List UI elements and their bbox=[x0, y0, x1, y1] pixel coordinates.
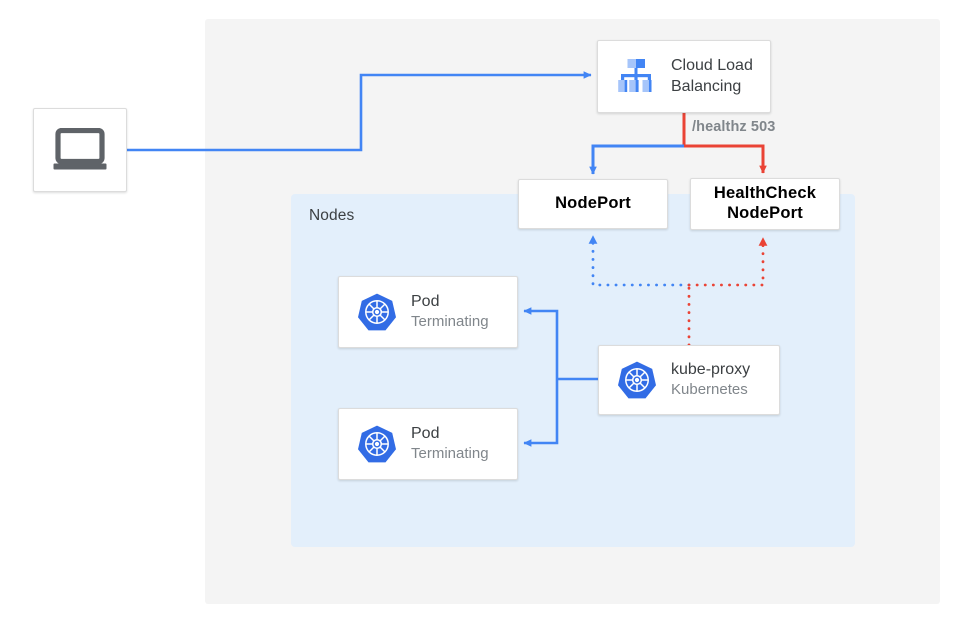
pod-node-1-text: Pod Terminating bbox=[411, 292, 489, 331]
kubernetes-icon bbox=[339, 424, 411, 464]
cloud-load-balancing-node[interactable]: Cloud Load Balancing bbox=[597, 40, 771, 113]
cloud-load-balancing-title: Cloud Load bbox=[671, 57, 753, 75]
kubernetes-icon bbox=[599, 360, 671, 400]
nodeport-node[interactable]: NodePort bbox=[518, 179, 668, 229]
client-node[interactable] bbox=[33, 108, 127, 192]
cloud-load-balancing-title-line2: Balancing bbox=[671, 77, 742, 95]
healthcheck-nodeport-label-line1: HealthCheck bbox=[713, 184, 817, 203]
pod-node-1-title: Pod bbox=[411, 293, 440, 311]
healthcheck-nodeport-label-line2: NodePort bbox=[727, 204, 803, 222]
healthcheck-nodeport-label: HealthCheck NodePort bbox=[691, 179, 839, 229]
kubernetes-icon bbox=[339, 292, 411, 332]
nodeport-label: NodePort bbox=[555, 194, 631, 213]
kube-proxy-subtitle: Kubernetes bbox=[671, 380, 748, 398]
laptop-icon bbox=[52, 128, 108, 172]
pod-node-1-subtitle: Terminating bbox=[411, 312, 489, 330]
nodes-panel-label: Nodes bbox=[309, 207, 355, 224]
pod-node-2-subtitle: Terminating bbox=[411, 444, 489, 462]
healthcheck-nodeport-node[interactable]: HealthCheck NodePort bbox=[690, 178, 840, 230]
cloud-load-balancing-text: Cloud Load Balancing bbox=[671, 56, 753, 96]
kube-proxy-title: kube-proxy bbox=[671, 361, 751, 379]
pod-node-2[interactable]: Pod Terminating bbox=[338, 408, 518, 480]
pod-node-2-text: Pod Terminating bbox=[411, 424, 489, 463]
kube-proxy-text: kube-proxy Kubernetes bbox=[671, 360, 750, 399]
kube-proxy-node[interactable]: kube-proxy Kubernetes bbox=[598, 345, 780, 415]
healthz-status-label: /healthz 503 bbox=[692, 119, 776, 135]
cloud-load-balancing-icon bbox=[598, 58, 671, 96]
pod-node-2-title: Pod bbox=[411, 425, 440, 443]
pod-node-1[interactable]: Pod Terminating bbox=[338, 276, 518, 348]
